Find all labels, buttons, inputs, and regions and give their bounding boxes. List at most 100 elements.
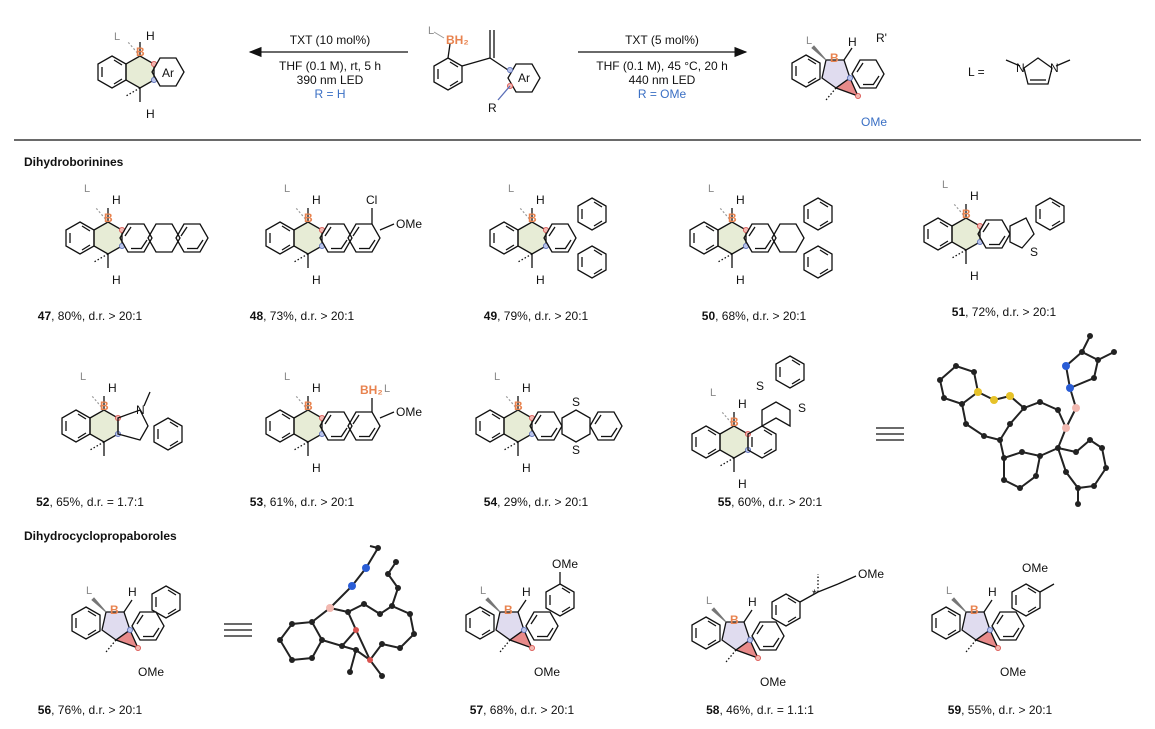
svg-text:H: H <box>988 585 997 599</box>
label-48: 48, 73%, d.r. > 20:1 <box>250 309 355 323</box>
svg-text:L: L <box>508 183 514 195</box>
svg-text:L: L <box>284 371 290 383</box>
svg-text:OMe: OMe <box>1000 665 1026 679</box>
svg-text:OMe: OMe <box>534 665 560 679</box>
svg-text:H: H <box>312 461 321 475</box>
svg-text:L: L <box>284 183 290 195</box>
svg-text:OMe: OMe <box>396 405 422 419</box>
svg-text:H: H <box>970 189 979 203</box>
svg-text:L: L <box>84 183 90 195</box>
right-arrow-conditions: TXT (5 mol%) THF (0.1 M), 45 °C, 20 h 44… <box>578 33 748 101</box>
svg-text:L: L <box>86 585 92 597</box>
compound-53: B H L H BH₂ L OMe <box>266 371 422 475</box>
svg-text:B: B <box>304 399 313 413</box>
svg-text:R': R' <box>876 31 887 45</box>
svg-text:B: B <box>136 45 145 59</box>
crystal-structure-55 <box>937 333 1117 507</box>
svg-text:Ar: Ar <box>518 71 530 85</box>
svg-text:H: H <box>970 269 979 283</box>
svg-text:B: B <box>110 603 119 617</box>
svg-text:H: H <box>146 107 155 121</box>
svg-text:L: L <box>80 371 86 383</box>
svg-text:B: B <box>504 603 513 617</box>
compound-56: B H L OMe <box>72 585 181 679</box>
svg-text:H: H <box>738 477 747 491</box>
equivalence-sign-2 <box>224 623 252 637</box>
svg-text:H: H <box>748 595 757 609</box>
svg-text:B: B <box>100 399 109 413</box>
svg-text:B: B <box>728 211 737 225</box>
svg-text:B: B <box>962 207 971 221</box>
svg-text:S: S <box>756 379 764 393</box>
equivalence-sign-1 <box>876 427 904 441</box>
svg-text:H: H <box>536 193 545 207</box>
svg-text:THF (0.1 M), 45 °C, 20 h: THF (0.1 M), 45 °C, 20 h <box>596 59 728 73</box>
svg-text:H: H <box>522 461 531 475</box>
svg-text:L: L <box>710 387 716 399</box>
svg-text:H: H <box>108 381 117 395</box>
svg-text:OMe: OMe <box>861 115 887 129</box>
svg-text:B: B <box>830 51 839 65</box>
label-49: 49, 79%, d.r. > 20:1 <box>484 309 589 323</box>
label-50: 50, 68%, d.r. > 20:1 <box>702 309 807 323</box>
svg-text:L: L <box>384 383 390 395</box>
svg-text:B: B <box>104 211 113 225</box>
svg-text:N: N <box>136 403 145 417</box>
svg-text:BH₂: BH₂ <box>446 33 469 47</box>
compound-48: B H L H Cl OMe <box>266 183 422 287</box>
label-59: 59, 55%, d.r. > 20:1 <box>948 703 1053 717</box>
compound-59: OMe B H L OMe <box>932 561 1055 679</box>
svg-text:L: L <box>480 585 486 597</box>
svg-text:H: H <box>522 585 531 599</box>
svg-text:S: S <box>572 443 580 457</box>
product-left-scheme: B H L H Ar <box>98 29 185 121</box>
label-57: 57, 68%, d.r. > 20:1 <box>470 703 575 717</box>
svg-text:Cl: Cl <box>366 193 377 207</box>
svg-text:*: * <box>812 587 817 601</box>
label-53: 53, 61%, d.r. > 20:1 <box>250 495 355 509</box>
compound-50: B H L H <box>690 183 833 287</box>
label-56: 56, 76%, d.r. > 20:1 <box>38 703 143 717</box>
svg-text:L: L <box>114 31 120 43</box>
svg-text:H: H <box>128 585 137 599</box>
compound-51: B H L H S <box>924 179 1065 283</box>
svg-text:L: L <box>706 595 712 607</box>
crystal-structure-56 <box>277 545 417 679</box>
section-title-dihydrocyclopropaboroles: Dihydrocyclopropaboroles <box>24 529 177 543</box>
svg-text:N: N <box>1050 61 1059 75</box>
svg-text:TXT (5 mol%): TXT (5 mol%) <box>625 33 699 47</box>
svg-text:B: B <box>970 603 979 617</box>
label-58: 58, 46%, d.r. = 1.1:1 <box>706 703 814 717</box>
section-title-dihydroborinines: Dihydroborinines <box>24 155 124 169</box>
svg-text:B: B <box>304 211 313 225</box>
svg-text:N: N <box>1016 61 1025 75</box>
compound-49: B H L H <box>490 183 607 287</box>
svg-text:L: L <box>428 25 434 37</box>
svg-text:H: H <box>736 273 745 287</box>
svg-text:H: H <box>146 29 155 43</box>
svg-text:B: B <box>528 211 537 225</box>
svg-text:L: L <box>942 179 948 191</box>
svg-text:R: R <box>488 101 497 115</box>
svg-text:L: L <box>494 371 500 383</box>
compound-58: * OMe B H L OMe <box>692 567 884 689</box>
svg-text:B: B <box>514 399 523 413</box>
svg-text:H: H <box>536 273 545 287</box>
ligand-definition: L = N N <box>968 57 1071 85</box>
svg-text:H: H <box>736 193 745 207</box>
svg-text:390 nm LED: 390 nm LED <box>297 73 364 87</box>
label-54: 54, 29%, d.r. > 20:1 <box>484 495 589 509</box>
svg-text:S: S <box>572 395 580 409</box>
svg-text:OMe: OMe <box>760 675 786 689</box>
svg-text:H: H <box>112 273 121 287</box>
starting-material: BH₂ L Ar R <box>428 25 541 115</box>
product-right-scheme: B H L R' OMe <box>792 31 887 129</box>
svg-text:R = OMe: R = OMe <box>638 87 687 101</box>
svg-text:R = H: R = H <box>314 87 345 101</box>
svg-text:H: H <box>848 35 857 49</box>
svg-text:TXT (10 mol%): TXT (10 mol%) <box>290 33 370 47</box>
compound-57: B H L OMe OMe <box>466 557 578 679</box>
compound-52: B H L N <box>62 371 183 456</box>
compound-55: B H L H S S <box>692 355 806 491</box>
